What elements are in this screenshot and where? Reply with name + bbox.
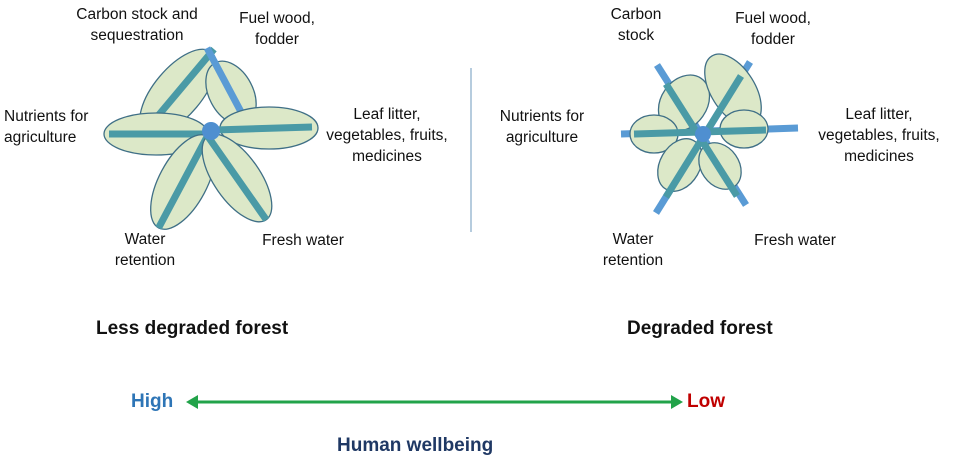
left-label-nutrients-line2: agriculture [4, 129, 77, 146]
high-label: High [131, 391, 174, 412]
left-label-carbon-line1: Carbon stock and [76, 6, 198, 23]
left-label-leaf-line1: Leaf litter, [353, 106, 421, 123]
wellbeing-axis-title: Human wellbeing [337, 435, 494, 456]
left-label-carbon: Carbon stock and sequestration [62, 4, 212, 46]
arrow-head-right [671, 395, 683, 409]
left-label-fuel-line1: Fuel wood, [239, 10, 315, 27]
right-label-leaf: Leaf litter, vegetables, fruits, medicin… [806, 104, 952, 167]
right-label-carbon-line2: stock [617, 27, 655, 44]
right-label-leaf-line3: medicines [844, 148, 914, 165]
left-petal-fresh-water [201, 133, 273, 223]
right-diagram-title: Degraded forest [627, 318, 773, 339]
right-label-fresh-water: Fresh water [740, 230, 850, 251]
left-label-nutrients-line1: Nutrients for [4, 108, 89, 125]
right-label-water-retention-line1: Water [612, 231, 654, 248]
left-label-fuel-line2: fodder [255, 31, 299, 48]
right-label-water-retention: Water retention [588, 229, 678, 271]
left-flower [103, 46, 319, 230]
right-label-carbon-line1: Carbon [610, 6, 662, 23]
left-label-leaf-line3: medicines [352, 148, 422, 165]
petal-vein [204, 133, 270, 222]
right-label-fuel: Fuel wood, fodder [728, 8, 818, 50]
right-label-fresh-water-line1: Fresh water [754, 232, 836, 249]
left-label-carbon-line2: sequestration [90, 27, 184, 44]
right-label-leaf-line2: vegetables, fruits, [818, 127, 940, 144]
arrow-head-left [186, 395, 198, 409]
left-label-leaf: Leaf litter, vegetables, fruits, medicin… [314, 104, 460, 167]
right-label-nutrients-line1: Nutrients for [499, 108, 585, 125]
right-label-fuel-line2: fodder [751, 31, 795, 48]
left-label-nutrients: Nutrients for agriculture [4, 106, 104, 148]
left-label-fresh-water: Fresh water [248, 230, 358, 251]
left-label-water-retention-line2: retention [114, 252, 176, 269]
right-label-nutrients-line2: agriculture [505, 129, 579, 146]
right-label-fuel-line1: Fuel wood, [735, 10, 811, 27]
left-label-water-retention: Water retention [100, 229, 190, 271]
right-flower [620, 53, 799, 215]
low-label: Low [687, 391, 725, 412]
left-petal-leaf [214, 106, 319, 150]
wellbeing-arrow [186, 395, 683, 409]
left-flower-center [202, 122, 220, 140]
left-label-fuel: Fuel wood, fodder [232, 8, 322, 50]
left-label-leaf-line2: vegetables, fruits, [326, 127, 448, 144]
right-label-carbon: Carbon stock [596, 4, 676, 46]
right-label-water-retention-line2: retention [602, 252, 664, 269]
right-label-leaf-line1: Leaf litter, [845, 106, 913, 123]
left-label-fresh-water-line1: Fresh water [262, 232, 344, 249]
petal-vein [214, 123, 313, 134]
right-label-nutrients: Nutrients for agriculture [490, 106, 594, 148]
left-label-water-retention-line1: Water [124, 231, 166, 248]
left-diagram-title: Less degraded forest [96, 318, 289, 339]
right-flower-center [695, 126, 711, 142]
petal-vein [155, 131, 212, 230]
